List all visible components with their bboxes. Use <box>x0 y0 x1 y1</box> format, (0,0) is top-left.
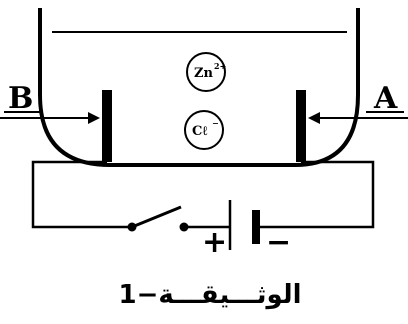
electrode-a-label: A <box>373 81 398 116</box>
zinc-ion: Zn 2+ <box>186 52 226 92</box>
electrode-a <box>296 90 306 162</box>
electrode-b-label: B <box>8 81 33 116</box>
chloride-ion-charge: − <box>212 118 219 128</box>
battery-negative-label: − <box>266 225 291 260</box>
circuit-wire <box>31 160 375 229</box>
electrode-b <box>102 90 112 162</box>
zinc-ion-charge: 2+ <box>214 61 226 71</box>
beaker <box>38 8 360 167</box>
electrode-a-arrow <box>308 112 408 124</box>
chloride-ion: Cℓ − <box>184 110 224 150</box>
battery <box>228 200 260 250</box>
figure-caption: الوثـــيقـــة−1 <box>118 280 301 310</box>
electrode-b-arrow <box>0 112 100 124</box>
switch <box>127 205 189 232</box>
zinc-ion-symbol: Zn <box>194 66 213 81</box>
battery-positive-label: + <box>202 225 227 260</box>
chloride-ion-symbol: Cℓ <box>192 124 207 139</box>
